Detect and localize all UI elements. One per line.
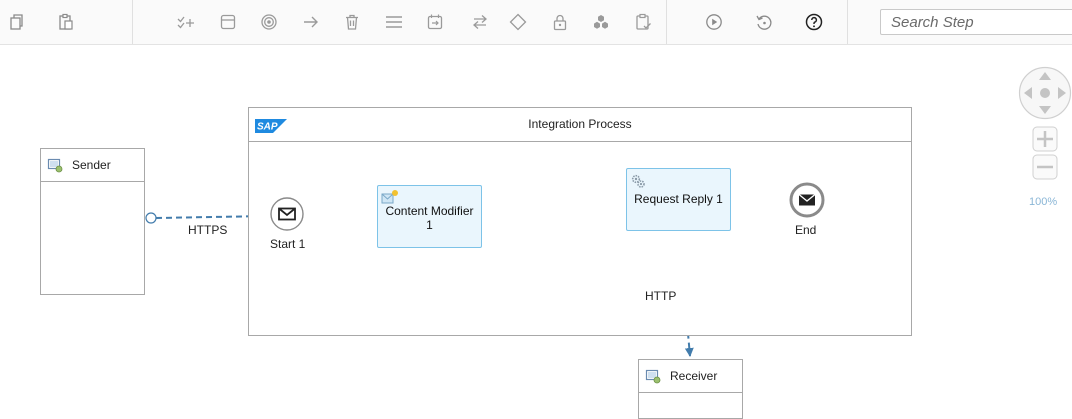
- toolbar-separator: [847, 0, 848, 44]
- gears-icon: [631, 174, 645, 188]
- receiver-header: Receiver: [639, 360, 742, 393]
- http-connection-line[interactable]: [679, 242, 694, 357]
- diagram-canvas: Sender SAP Integration Process Start 1 C…: [0, 45, 1072, 419]
- pool-header: SAP Integration Process: [249, 108, 911, 142]
- sap-logo: SAP: [255, 119, 287, 133]
- lock-icon[interactable]: [546, 8, 574, 36]
- toolbar-separator: [666, 0, 667, 44]
- swap-icon[interactable]: [466, 8, 494, 36]
- start-label: Start 1: [270, 237, 306, 251]
- http-channel-label[interactable]: HTTP: [645, 289, 677, 303]
- toolbar: [0, 0, 1072, 45]
- play-icon[interactable]: [700, 8, 728, 36]
- calendar-icon[interactable]: [421, 8, 449, 36]
- sender-label: Sender: [72, 158, 111, 172]
- undo-icon[interactable]: [750, 8, 778, 36]
- diamond-icon[interactable]: [504, 8, 532, 36]
- zoom-level: 100%: [1029, 196, 1058, 208]
- sender-participant[interactable]: Sender: [40, 148, 145, 295]
- content-modifier-label: Content Modifier 1: [385, 203, 474, 232]
- participant-icon: [47, 158, 63, 173]
- sender-header: Sender: [41, 149, 144, 182]
- integration-process-pool[interactable]: SAP Integration Process: [248, 107, 912, 336]
- zoom-out-button[interactable]: [1032, 154, 1058, 180]
- clipboard-check-icon[interactable]: [629, 8, 657, 36]
- pan-navigator[interactable]: [1018, 66, 1072, 120]
- content-modifier-step[interactable]: Content Modifier 1: [377, 185, 482, 248]
- request-reply-step[interactable]: Request Reply 1: [626, 168, 731, 231]
- zoom-in-button[interactable]: [1032, 126, 1058, 152]
- check-add-icon[interactable]: [172, 8, 200, 36]
- sender-connector-handle[interactable]: [145, 212, 157, 224]
- arrow-right-icon[interactable]: [297, 8, 325, 36]
- window-icon[interactable]: [214, 8, 242, 36]
- cubes-icon[interactable]: [587, 8, 615, 36]
- svg-text:SAP: SAP: [257, 122, 278, 133]
- https-channel-label[interactable]: HTTPS: [188, 223, 228, 237]
- request-reply-label: Request Reply 1: [634, 192, 723, 206]
- help-icon[interactable]: [800, 8, 828, 36]
- participant-icon: [645, 369, 661, 384]
- pool-title: Integration Process: [528, 117, 632, 131]
- toolbar-separator: [132, 0, 133, 44]
- search-step-input[interactable]: [880, 9, 1072, 35]
- delete-icon[interactable]: [338, 8, 366, 36]
- end-label: End: [795, 223, 817, 237]
- end-event[interactable]: [789, 182, 825, 218]
- copy-icon[interactable]: [2, 8, 30, 36]
- menu-icon[interactable]: [380, 8, 408, 36]
- start-event[interactable]: [269, 196, 305, 232]
- paste-icon[interactable]: [52, 8, 80, 36]
- receiver-label: Receiver: [670, 369, 718, 383]
- receiver-participant[interactable]: Receiver: [638, 359, 743, 419]
- content-modifier-icon: [381, 190, 398, 204]
- target-icon[interactable]: [255, 8, 283, 36]
